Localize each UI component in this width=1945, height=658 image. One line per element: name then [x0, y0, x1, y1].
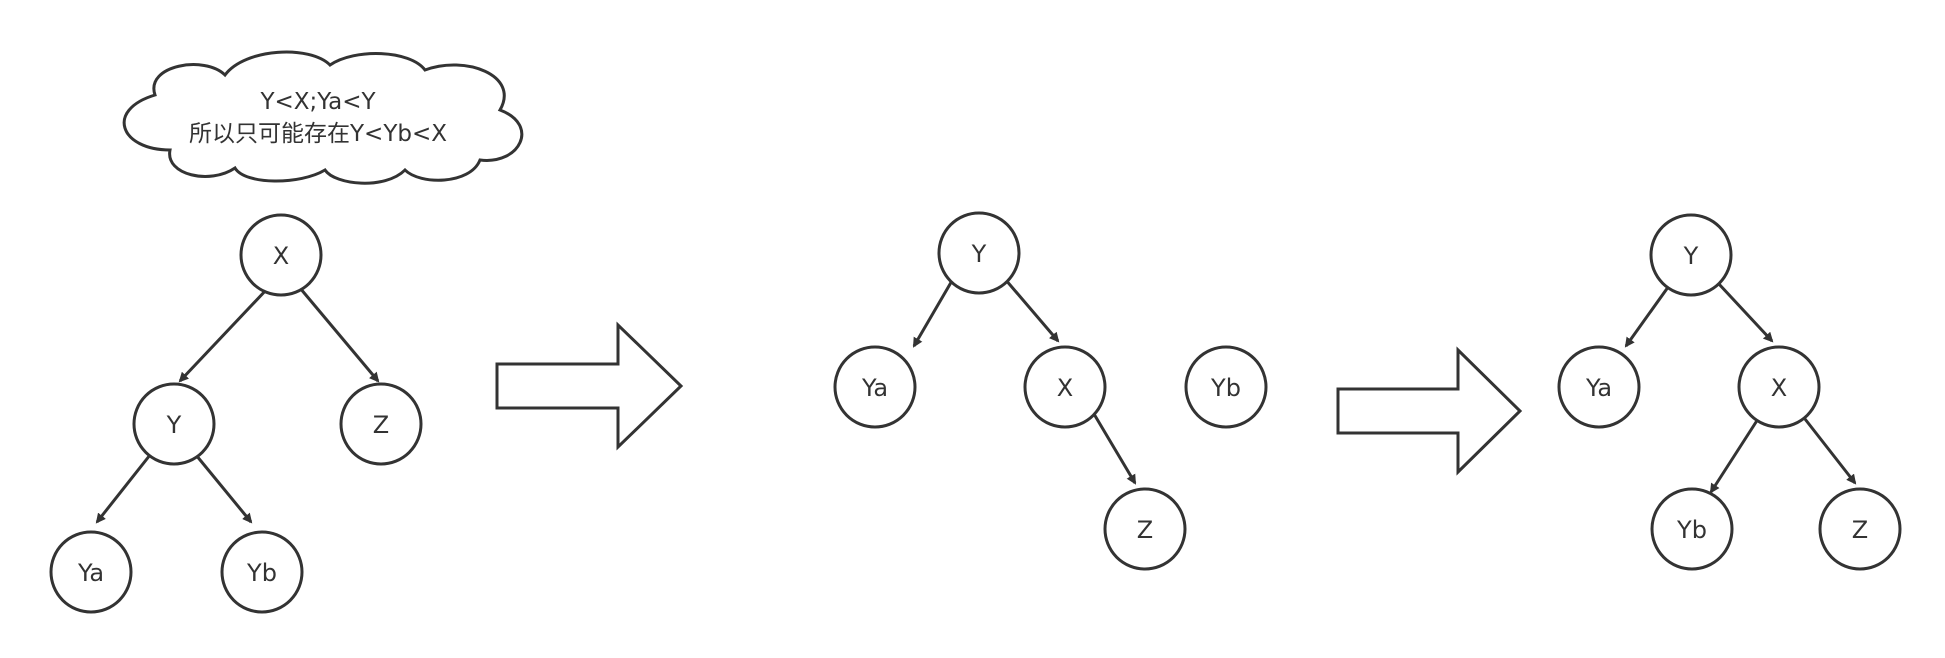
svg-text:Ya: Ya: [77, 559, 104, 587]
edge-y-ya: [1624, 282, 1673, 348]
tree-after: Y Ya X Yb Z: [1557, 213, 1902, 571]
cloud-shape: [122, 50, 524, 185]
svg-text:X: X: [273, 242, 289, 270]
node-z: Z: [339, 382, 423, 466]
node-yb-detached: Yb: [1184, 345, 1268, 429]
node-x: X: [1737, 345, 1821, 429]
edge-x-z: [1092, 413, 1137, 485]
edge-x-y: [178, 286, 270, 383]
node-y: Y: [132, 382, 216, 466]
svg-text:Z: Z: [1852, 516, 1868, 544]
edge-y-ya: [912, 278, 955, 348]
svg-text:Z: Z: [1137, 516, 1153, 544]
svg-text:X: X: [1057, 374, 1073, 402]
transition-arrow-2: [1336, 346, 1523, 476]
svg-text:Y: Y: [971, 240, 987, 268]
node-z: Z: [1818, 487, 1902, 571]
svg-text:Ya: Ya: [1585, 374, 1612, 402]
node-ya: Ya: [1557, 345, 1641, 429]
tree-middle: Y Ya X Z Yb: [833, 211, 1268, 571]
svg-text:Z: Z: [373, 411, 389, 439]
node-yb: Yb: [1650, 487, 1734, 571]
node-x: X: [239, 213, 323, 297]
node-z: Z: [1103, 487, 1187, 571]
node-y: Y: [937, 211, 1021, 295]
edge-y-x: [1003, 278, 1060, 343]
svg-text:Yb: Yb: [246, 559, 277, 587]
edge-x-z: [1803, 418, 1857, 485]
tree-before: X Y Z Ya Yb: [49, 213, 423, 614]
node-yb: Yb: [220, 530, 304, 614]
cloud-text-line2: 所以只可能存在Y<Yb<X: [189, 121, 447, 147]
node-ya: Ya: [833, 345, 917, 429]
svg-text:Yb: Yb: [1210, 374, 1241, 402]
edge-y-ya: [95, 454, 152, 524]
node-x: X: [1023, 345, 1107, 429]
node-y: Y: [1649, 213, 1733, 297]
transition-arrow-1: [495, 321, 684, 451]
node-ya: Ya: [49, 530, 133, 614]
edge-y-x: [1716, 281, 1774, 343]
cloud-note: Y<X;Ya<Y 所以只可能存在Y<Yb<X: [122, 50, 524, 185]
edge-x-yb: [1709, 418, 1760, 494]
svg-text:Y: Y: [166, 411, 182, 439]
svg-text:Y: Y: [1683, 242, 1699, 270]
edge-y-yb: [194, 454, 253, 524]
svg-text:Ya: Ya: [861, 374, 888, 402]
edge-x-z: [298, 287, 380, 383]
svg-text:Yb: Yb: [1676, 516, 1707, 544]
svg-text:X: X: [1771, 374, 1787, 402]
cloud-text-line1: Y<X;Ya<Y: [259, 89, 376, 115]
